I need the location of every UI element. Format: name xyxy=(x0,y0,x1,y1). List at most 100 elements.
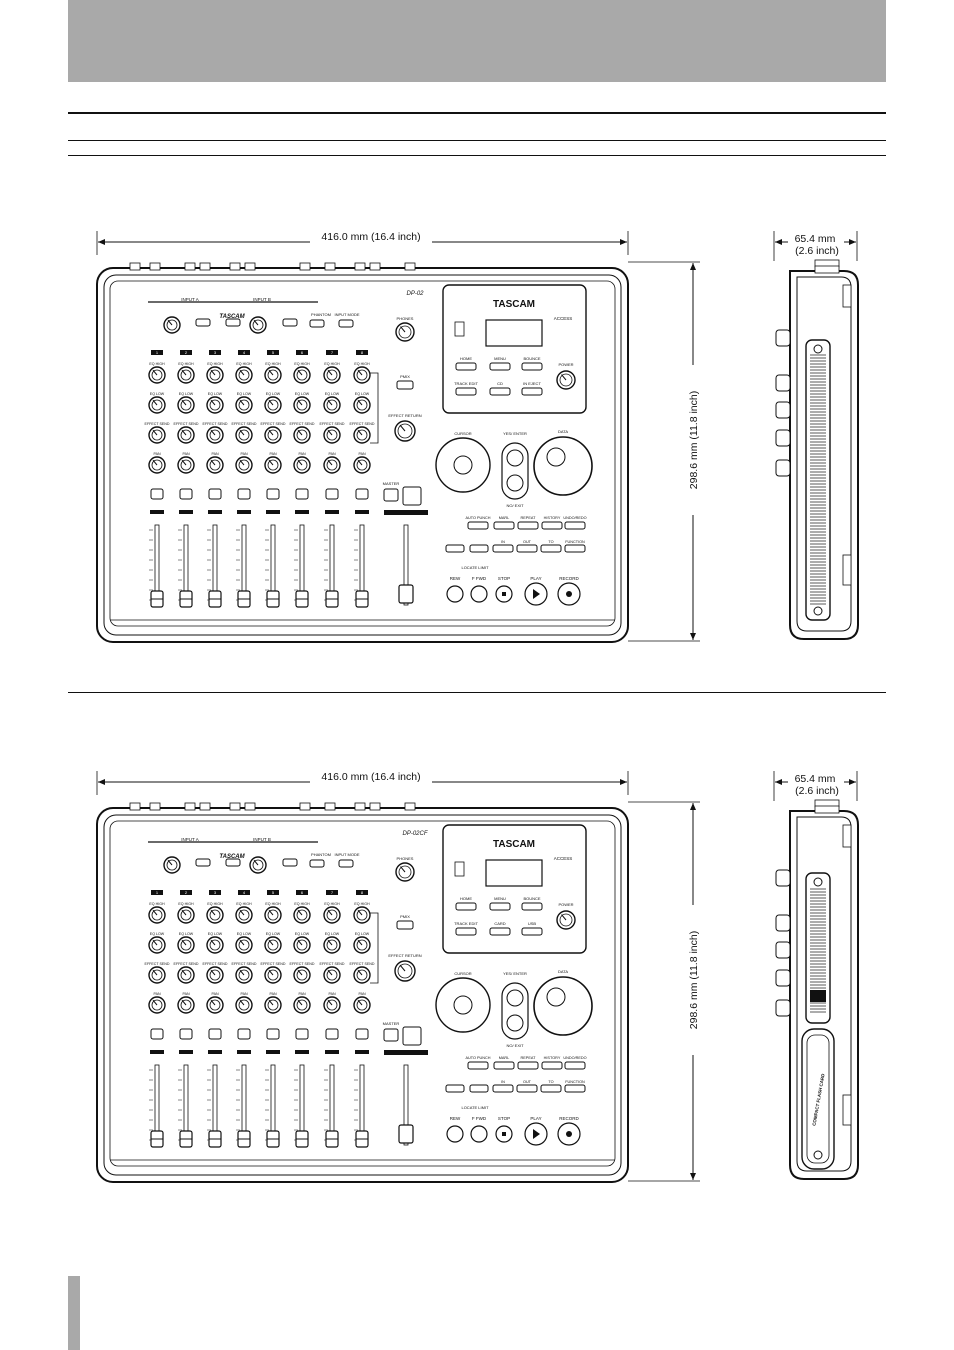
channel-number: 4 xyxy=(243,890,246,895)
menu-label: MENU xyxy=(494,356,506,361)
dimension-figure-dp02cf: 416.0 mm (16.4 inch)65.4 mm(2.6 inch)298… xyxy=(0,765,954,1195)
track-edit-button xyxy=(455,387,477,396)
bounce-button xyxy=(521,362,543,371)
label-bg xyxy=(310,230,432,244)
label-bg xyxy=(788,773,844,803)
track-edit-button xyxy=(455,927,477,936)
row-label: PAN xyxy=(153,452,161,456)
bounce-label: BOUNCE xyxy=(523,896,540,901)
history-button xyxy=(541,1061,563,1070)
out-label: OUT xyxy=(523,1080,532,1084)
row-label: PAN xyxy=(358,452,366,456)
function-label: FUNCTION xyxy=(565,540,585,544)
auto_punch-label: AUTO PUNCH xyxy=(465,516,490,520)
dimension-arrow xyxy=(620,239,627,245)
row-label: PAN xyxy=(153,992,161,996)
side-jack-top xyxy=(814,805,840,814)
label-bg xyxy=(310,770,432,784)
figure-drawing: 416.0 mm (16.4 inch)65.4 mm(2.6 inch)298… xyxy=(96,770,859,1183)
knob-pointer xyxy=(152,969,158,976)
row-label: EFFECT SEND xyxy=(145,422,170,426)
track-number-strip xyxy=(150,1050,164,1054)
knob-cap xyxy=(267,999,279,1011)
input-mode-button xyxy=(338,859,354,868)
knob-cap xyxy=(209,399,221,411)
locate-limit-label: LOCATE LIMIT xyxy=(461,1105,489,1110)
rec-button xyxy=(355,1028,369,1040)
row-label: EQ LOW xyxy=(355,392,370,396)
knob-pointer xyxy=(210,999,216,1006)
side-ridge xyxy=(842,284,852,308)
effect-button xyxy=(225,858,241,867)
record-label: RECORD xyxy=(559,1116,579,1121)
side-jack xyxy=(775,459,791,477)
disc-icon xyxy=(454,321,465,337)
row-label: EQ LOW xyxy=(237,932,252,936)
side-jack xyxy=(775,914,791,932)
row-label: EQ HIGH xyxy=(354,902,370,906)
knob-pointer xyxy=(297,999,303,1006)
rear-jack xyxy=(149,262,161,271)
row-label: EQ HIGH xyxy=(294,902,310,906)
f_fwd-label: F FWD xyxy=(472,576,487,581)
row-label: EQ LOW xyxy=(208,392,223,396)
knob-cap xyxy=(180,969,192,981)
channel-number-badge xyxy=(267,890,279,895)
side-ridge xyxy=(842,554,852,586)
knob-cap xyxy=(356,429,368,441)
knob-pointer xyxy=(239,429,245,436)
knob-pointer xyxy=(210,939,216,946)
rear-jack xyxy=(149,802,161,811)
rear-jack xyxy=(404,802,416,811)
knob-cap xyxy=(356,939,368,951)
cursor-center xyxy=(453,995,473,1015)
height-dimension-label: 298.6 mm (11.8 inch) xyxy=(688,931,700,1029)
channel-number: 6 xyxy=(301,350,304,355)
knob-pointer xyxy=(357,969,363,976)
disc-icon xyxy=(454,861,465,877)
bracket xyxy=(370,372,379,444)
master-strip xyxy=(384,1050,428,1055)
rear-jack xyxy=(299,802,311,811)
yes-button xyxy=(506,449,524,467)
function-button xyxy=(564,544,586,553)
brand-logo-small: TASCAM xyxy=(219,314,245,320)
play-label: PLAY xyxy=(530,576,541,581)
knob-pointer xyxy=(210,909,216,916)
knob-cap xyxy=(397,423,413,439)
home-button xyxy=(455,362,477,371)
repeat-label: REPEAT xyxy=(521,1056,537,1060)
eject-button xyxy=(521,387,543,396)
menu-button xyxy=(489,362,511,371)
undo_redo-label: UNDO/REDO xyxy=(563,516,586,520)
cd-label: CARD xyxy=(494,921,505,926)
knob-pointer xyxy=(181,429,187,436)
row-label: EQ HIGH xyxy=(265,362,281,366)
master-strip xyxy=(384,510,428,515)
track-number-strip xyxy=(266,510,280,514)
out-label: OUT xyxy=(523,540,532,544)
repeat-button xyxy=(517,1061,539,1070)
play-icon xyxy=(533,1129,540,1139)
knob-cap xyxy=(238,969,250,981)
knob-cap xyxy=(326,429,338,441)
dimension-arrow xyxy=(98,239,105,245)
row-label: EFFECT SEND xyxy=(320,422,345,426)
screw xyxy=(813,344,823,354)
rec-button xyxy=(295,488,309,500)
device-side-bevel xyxy=(796,816,852,1172)
knob-cap xyxy=(151,939,163,951)
knob-cap xyxy=(166,859,178,871)
row-label: EFFECT SEND xyxy=(174,422,199,426)
no-button xyxy=(506,474,524,492)
in-label: IN xyxy=(501,540,505,544)
knob-pointer xyxy=(561,914,567,921)
rew-button xyxy=(446,1125,464,1143)
knob-pointer xyxy=(152,399,158,406)
assign-b-button xyxy=(282,858,298,867)
master-fader-cap xyxy=(398,1124,414,1144)
history-label: HISTORY xyxy=(544,516,561,520)
knob-pointer xyxy=(181,969,187,976)
rec-button xyxy=(266,1028,280,1040)
dimension-arrow xyxy=(620,779,627,785)
